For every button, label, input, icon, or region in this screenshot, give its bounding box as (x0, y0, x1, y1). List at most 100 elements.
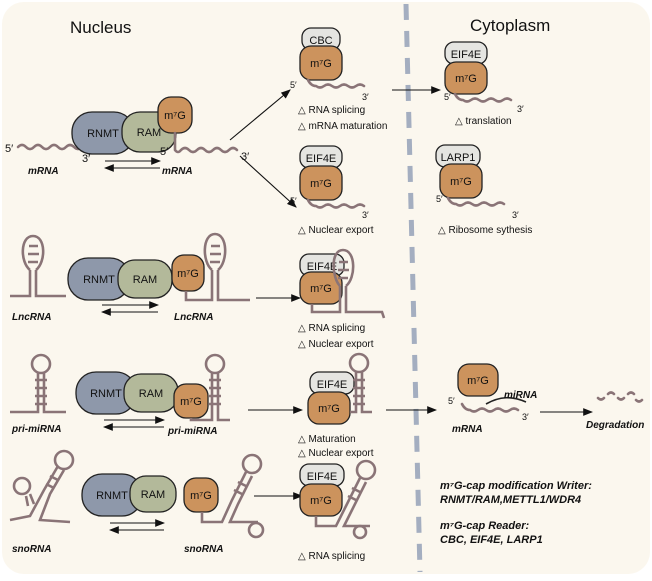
cytoplasm-larp1-complex: LARP1 m⁷G 5′ 3′ △ Ribosome sythesis (435, 144, 532, 236)
cyto-mrna-strand-3 (460, 402, 520, 413)
eif4e-label-3: EIF4E (317, 379, 348, 391)
outcome-translation: △ translation (455, 116, 512, 127)
mrna-left-5prime: 5′ (5, 143, 13, 155)
primirna-left-label: pri-miRNA (11, 424, 61, 435)
eif4e-label-1: EIF4E (306, 153, 337, 165)
eif4e-label-cyto: EIF4E (451, 49, 482, 61)
rnmt-label: RNMT (87, 128, 119, 140)
mirna-strand (485, 396, 527, 405)
cyto-3prime-1: 3′ (517, 104, 524, 114)
outcome-maturation: △ Maturation (298, 434, 356, 445)
outcome-rna-splicing-3: △ RNA splicing (298, 551, 365, 562)
legend: m⁷G-cap modification Writer: RNMT/RAM,ME… (440, 480, 592, 546)
lncrna-right-label: LncRNA (174, 312, 213, 323)
mrna-strand-right (173, 131, 239, 154)
snorna-right-bars (233, 480, 247, 496)
snorna-left-label: snoRNA (12, 544, 51, 555)
eif4e-m7g-cap-cyto (444, 61, 488, 95)
eif4e-m7g-label-1: m⁷G (310, 178, 332, 190)
cbc-label: CBC (309, 35, 332, 47)
sno-complex-bars (347, 486, 361, 502)
cyto-mrna-strand-2 (446, 196, 506, 207)
eif4e-m7g-label-4: m⁷G (310, 495, 332, 507)
m7g-cap-2 (171, 254, 205, 292)
mirna-label: miRNA (504, 390, 537, 401)
eif4e-m7g-cap-4 (299, 483, 343, 517)
lnc-eif4e-complex: EIF4E m⁷G △ RNA splicing △ Nuclear expor… (298, 248, 386, 350)
cyto-mrna-strand-1 (453, 92, 513, 103)
rnmt-label-3: RNMT (90, 388, 122, 400)
lncrna-left-bars (28, 244, 39, 264)
eif4e-label-2: EIF4E (307, 261, 338, 273)
outcome-mrna-maturation: △ mRNA maturation (298, 121, 387, 132)
mrna-left-label: mRNA (28, 166, 59, 177)
eif4e-export-complex: EIF4E m⁷G 5′ 3′ △ Nuclear export (290, 145, 374, 236)
lnc-complex-bars (338, 260, 349, 280)
ram-label-4: RAM (141, 489, 165, 501)
nucleus-header: Nucleus (70, 18, 131, 37)
larp1-m7g-label: m⁷G (450, 176, 472, 188)
eif4e-m7g-cap-2 (299, 271, 343, 305)
outcome-nuclear-export-3: △ Nuclear export (298, 448, 374, 459)
cytoplasm-mirna-complex: m⁷G 5′ 3′ miRNA mRNA (448, 363, 537, 435)
sno-complex-loop-2 (352, 524, 368, 540)
mirna-5prime: 5′ (448, 396, 455, 406)
lnc-complex-strand (310, 286, 386, 319)
ram-label-3: RAM (139, 388, 163, 400)
ram-label-2: RAM (133, 274, 157, 286)
lncrna-left-loop (21, 234, 45, 272)
primirna-left-bars (35, 378, 47, 406)
snorna-right-label: snoRNA (184, 544, 223, 555)
eif4e-m7g-label-2: m⁷G (310, 283, 332, 295)
snorna-left-loop-1 (53, 449, 75, 471)
legend-reader-title: m⁷G-cap Reader: (440, 520, 530, 532)
snorna-left-stem (9, 465, 71, 524)
degraded-fragments (596, 391, 644, 403)
eif4e-mrna-strand-1 (306, 198, 366, 209)
eif4e-m7g-cap-3 (307, 391, 351, 425)
mrna-right-3prime: 3′ (241, 151, 249, 163)
eif4e-m7g-label-3: m⁷G (318, 403, 340, 415)
mrna-cyto-label: mRNA (452, 424, 483, 435)
m7g-label-4: m⁷G (190, 490, 212, 502)
cyto-5prime-1: 5′ (444, 92, 451, 102)
lncrna-capping-row: LncRNA RNMT RAM m⁷G LncRNA (10, 232, 302, 323)
cbc-5prime: 5′ (290, 80, 297, 90)
outcome-ribosome: △ Ribosome sythesis (438, 225, 532, 236)
lncrna-right-stem (184, 270, 250, 302)
snorna-left-bars-a (24, 493, 36, 507)
mirna-3prime: 3′ (522, 412, 529, 422)
lncrna-right-bars (210, 244, 221, 264)
cytoplasm-header: Cytoplasm (470, 16, 550, 35)
cbc-3prime: 3′ (362, 92, 369, 102)
mrna-left-3prime: 3′ (82, 153, 90, 165)
cbc-m7g-label: m⁷G (310, 58, 332, 70)
lncrna-left-label: LncRNA (12, 312, 51, 323)
to-cbc-arrow (229, 89, 291, 141)
primirna-right-bars (209, 378, 221, 406)
primirna-left-loop (30, 353, 52, 375)
mirna-m7g-cap (457, 363, 499, 397)
m7g-label-2: m⁷G (177, 268, 199, 280)
eif4e-3prime-1: 3′ (362, 210, 369, 220)
outcome-rna-splicing-1: △ RNA splicing (298, 105, 365, 116)
snorna-left-bars-b (45, 474, 59, 490)
legend-writer-title: m⁷G-cap modification Writer: (440, 480, 592, 492)
pri-eif4e-complex: EIF4E m⁷G △ Maturation △ Nuclear export (298, 352, 374, 459)
legend-reader-list: CBC, EIF4E, LARP1 (440, 534, 543, 546)
mrna-right-label: mRNA (162, 166, 193, 177)
ram-label: RAM (137, 127, 161, 139)
eif4e-m7g-label-cyto: m⁷G (455, 73, 477, 85)
sno-eif4e-complex: EIF4E m⁷G △ RNA splicing (298, 459, 377, 562)
cytoplasm-eif4e-complex: EIF4E m⁷G 5′ 3′ △ translation (444, 41, 524, 127)
eif4e-label-4: EIF4E (307, 471, 338, 483)
pri-complex-loop (348, 352, 370, 374)
cyto-5prime-2: 5′ (436, 194, 443, 204)
m7g-label: m⁷G (164, 110, 186, 122)
mrna-capping-row: 5′ 3′ mRNA RNMT RAM m⁷G 5′ 3′ mRNA (5, 89, 297, 208)
rnmt-label-4: RNMT (96, 490, 128, 502)
mrna-right-5prime: 5′ (160, 146, 168, 158)
primirna-right-label: pri-miRNA (167, 426, 217, 437)
